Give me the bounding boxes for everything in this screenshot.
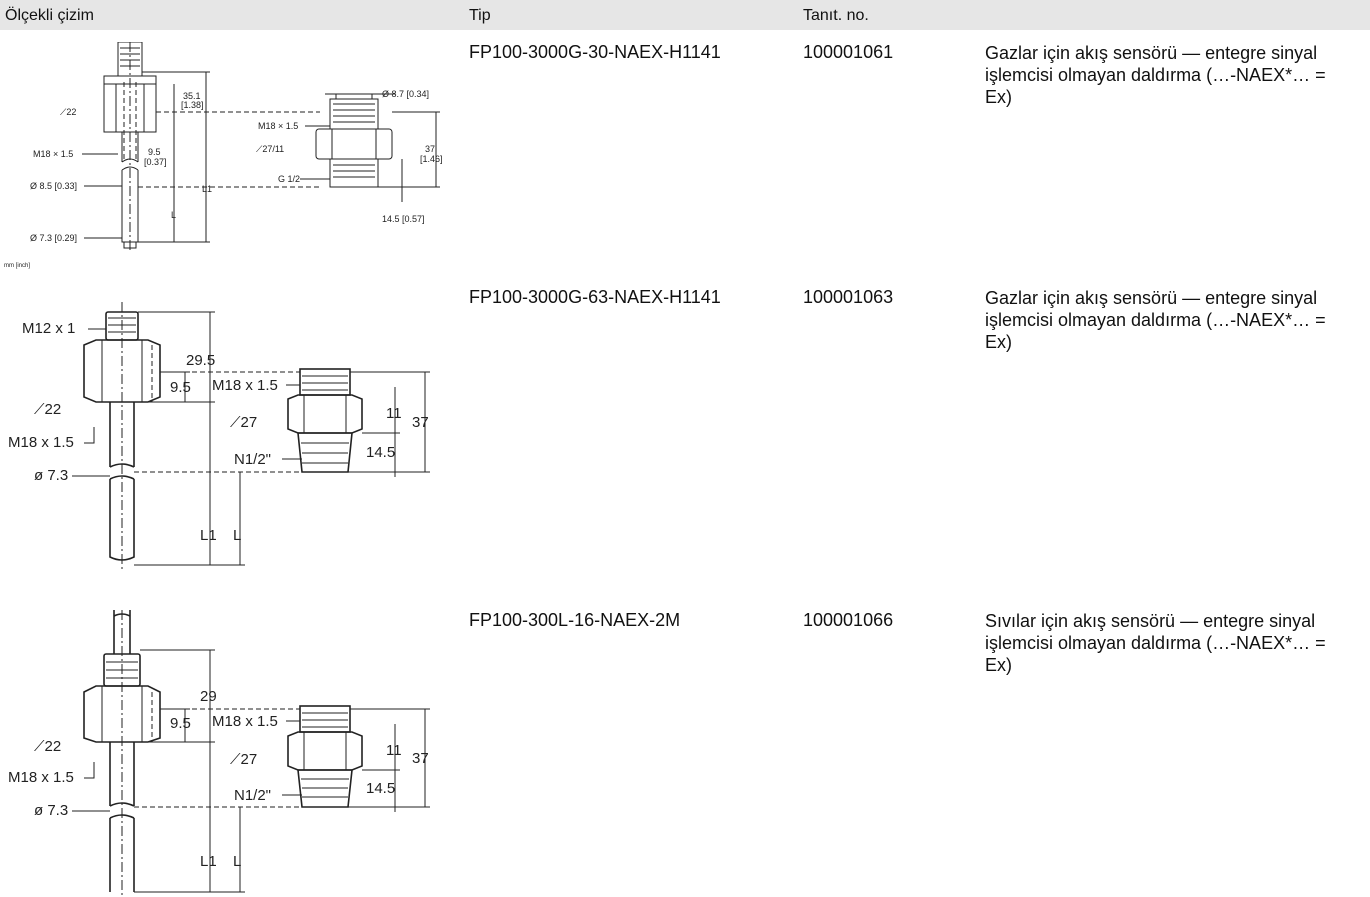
dim-14-5: 14.5 xyxy=(366,444,395,461)
thread-label: M18 x 1.5 xyxy=(8,769,74,786)
product-id: 100001063 xyxy=(803,287,894,307)
dim-14-5: 14.5 [0.57] xyxy=(382,214,425,224)
fitting-wrench-label: ⟋27 xyxy=(230,414,257,431)
dim-11: 11 xyxy=(386,742,402,759)
dim-l: L xyxy=(233,527,241,544)
fitting-thread-label: M18 x 1.5 xyxy=(212,377,278,394)
dim-8-7: Ø 8.7 [0.34] xyxy=(382,89,429,99)
product-description: Gazlar için akış sensörü — entegre sinya… xyxy=(985,43,1326,107)
dim-l1: L1 xyxy=(202,184,212,194)
header-drawing: Ölçekli çizim xyxy=(5,7,94,24)
scale-drawing-2: M12 x 1 ⟋22 M18 x 1.5 ø 7.3 29.5 9.5 L1 … xyxy=(8,302,430,569)
table-header: Ölçekli çizim Tip Tanıt. no. xyxy=(0,0,1370,30)
dim-37: 37 xyxy=(425,144,435,154)
wrench-label: ⟋22 xyxy=(34,738,61,755)
dim-9-5-inch: [0.37] xyxy=(144,157,167,167)
diameter-label-2: Ø 7.3 [0.29] xyxy=(30,233,77,243)
fitting-n12-label: N1/2" xyxy=(234,787,271,804)
dim-9-5: 9.5 xyxy=(170,379,191,396)
dim-37-inch: [1.46] xyxy=(420,154,443,164)
diameter-label-1: Ø 8.5 [0.33] xyxy=(30,181,77,191)
diameter-label: ø 7.3 xyxy=(34,467,68,484)
fitting-thread-label: M18 x 1.5 xyxy=(212,713,278,730)
header-id: Tanıt. no. xyxy=(803,7,869,24)
thread-m12-label: M12 x 1 xyxy=(22,320,75,337)
dim-37: 37 xyxy=(412,750,429,767)
dim-l1: L1 xyxy=(200,853,217,870)
product-type: FP100-3000G-63-NAEX-H1141 xyxy=(469,287,721,307)
wrench-label: ⟋22 xyxy=(60,107,76,117)
fitting-g12-label: G 1/2 xyxy=(278,174,300,184)
dim-35-1: 35.1 xyxy=(183,91,201,101)
fitting-wrench-label: ⟋27 xyxy=(230,751,257,768)
dim-l: L xyxy=(171,210,176,220)
product-id: 100001061 xyxy=(803,42,894,62)
dim-37: 37 xyxy=(412,414,429,431)
diameter-label: ø 7.3 xyxy=(34,802,68,819)
header-type: Tip xyxy=(469,7,491,24)
dim-29: 29 xyxy=(200,688,217,705)
unit-label: mm [inch] xyxy=(4,263,30,269)
product-description: Sıvılar için akış sensörü — entegre siny… xyxy=(985,611,1326,675)
product-id: 100001066 xyxy=(803,610,894,630)
dim-9-5: 9.5 xyxy=(148,147,161,157)
thread-label: M18 × 1.5 xyxy=(33,149,73,159)
fitting-n12-label: N1/2" xyxy=(234,451,271,468)
scale-drawing-1: ⟋22 M18 × 1.5 Ø 8.5 [0.33] Ø 7.3 [0.29] … xyxy=(4,42,443,269)
dim-35-1-inch: [1.38] xyxy=(181,100,204,110)
dim-l: L xyxy=(233,853,241,870)
scale-drawing-3: ⟋22 M18 x 1.5 ø 7.3 29 9.5 L1 L M18 x 1.… xyxy=(8,610,430,897)
fitting-thread-label: M18 × 1.5 xyxy=(258,121,298,131)
product-type: FP100-300L-16-NAEX-2M xyxy=(469,610,681,630)
product-description: Gazlar için akış sensörü — entegre sinya… xyxy=(985,288,1326,352)
thread-label: M18 x 1.5 xyxy=(8,434,74,451)
product-type: FP100-3000G-30-NAEX-H1141 xyxy=(469,42,721,62)
wrench-label: ⟋22 xyxy=(34,401,61,418)
dim-l1: L1 xyxy=(200,527,217,544)
dim-29-5: 29.5 xyxy=(186,352,215,369)
dim-9-5: 9.5 xyxy=(170,715,191,732)
dim-11: 11 xyxy=(386,405,402,422)
fitting-wrench-label: ⟋27/11 xyxy=(256,144,284,154)
dim-14-5: 14.5 xyxy=(366,780,395,797)
